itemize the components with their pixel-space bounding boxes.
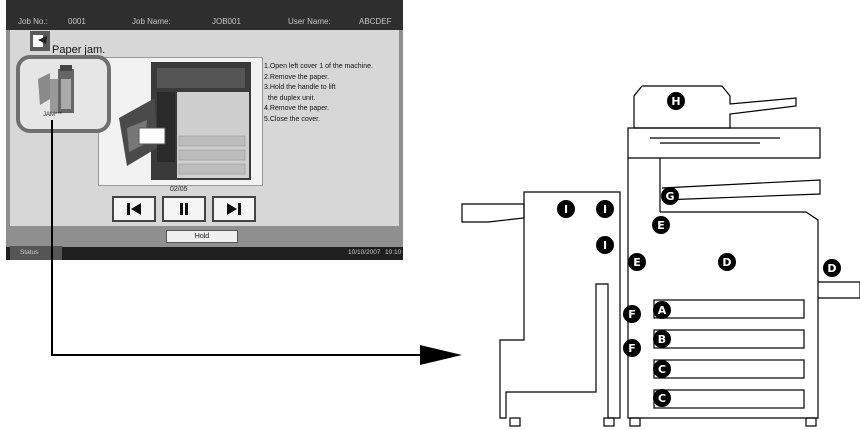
output-tray	[662, 180, 820, 200]
svg-text:I: I	[603, 239, 607, 252]
marker-D: D	[718, 253, 736, 271]
finisher	[500, 192, 620, 418]
cassette-2	[654, 330, 804, 348]
marker-D: D	[823, 259, 841, 277]
arrow-head-icon	[420, 345, 462, 365]
svg-text:I: I	[564, 203, 568, 216]
marker-I: I	[596, 236, 614, 254]
svg-text:A: A	[658, 304, 667, 317]
svg-text:F: F	[628, 308, 636, 321]
marker-E: E	[652, 216, 670, 234]
marker-I: I	[596, 200, 614, 218]
marker-E: E	[628, 253, 646, 271]
svg-text:E: E	[633, 256, 641, 269]
marker-F: F	[623, 339, 641, 357]
finisher-tray	[462, 204, 524, 222]
svg-text:C: C	[658, 392, 666, 405]
marker-H: H	[667, 92, 685, 110]
svg-text:H: H	[671, 95, 680, 108]
svg-text:D: D	[827, 262, 836, 275]
main-body	[628, 158, 818, 418]
mp-tray	[818, 282, 860, 298]
document-processor	[634, 86, 796, 128]
svg-text:E: E	[657, 219, 665, 232]
marker-B: B	[653, 330, 671, 348]
cassette-3	[654, 360, 804, 378]
cassette-1	[654, 300, 804, 318]
marker-C: C	[653, 360, 671, 378]
cassette-4	[654, 390, 804, 408]
svg-text:G: G	[665, 190, 674, 203]
connector-line	[52, 128, 420, 355]
marker-I: I	[557, 200, 575, 218]
marker-C: C	[653, 389, 671, 407]
svg-text:I: I	[603, 203, 607, 216]
svg-text:F: F	[628, 342, 636, 355]
marker-G: G	[661, 187, 679, 205]
marker-A: A	[653, 301, 671, 319]
marker-F: F	[623, 305, 641, 323]
svg-text:B: B	[658, 333, 666, 346]
svg-text:D: D	[722, 256, 731, 269]
svg-text:C: C	[658, 363, 666, 376]
